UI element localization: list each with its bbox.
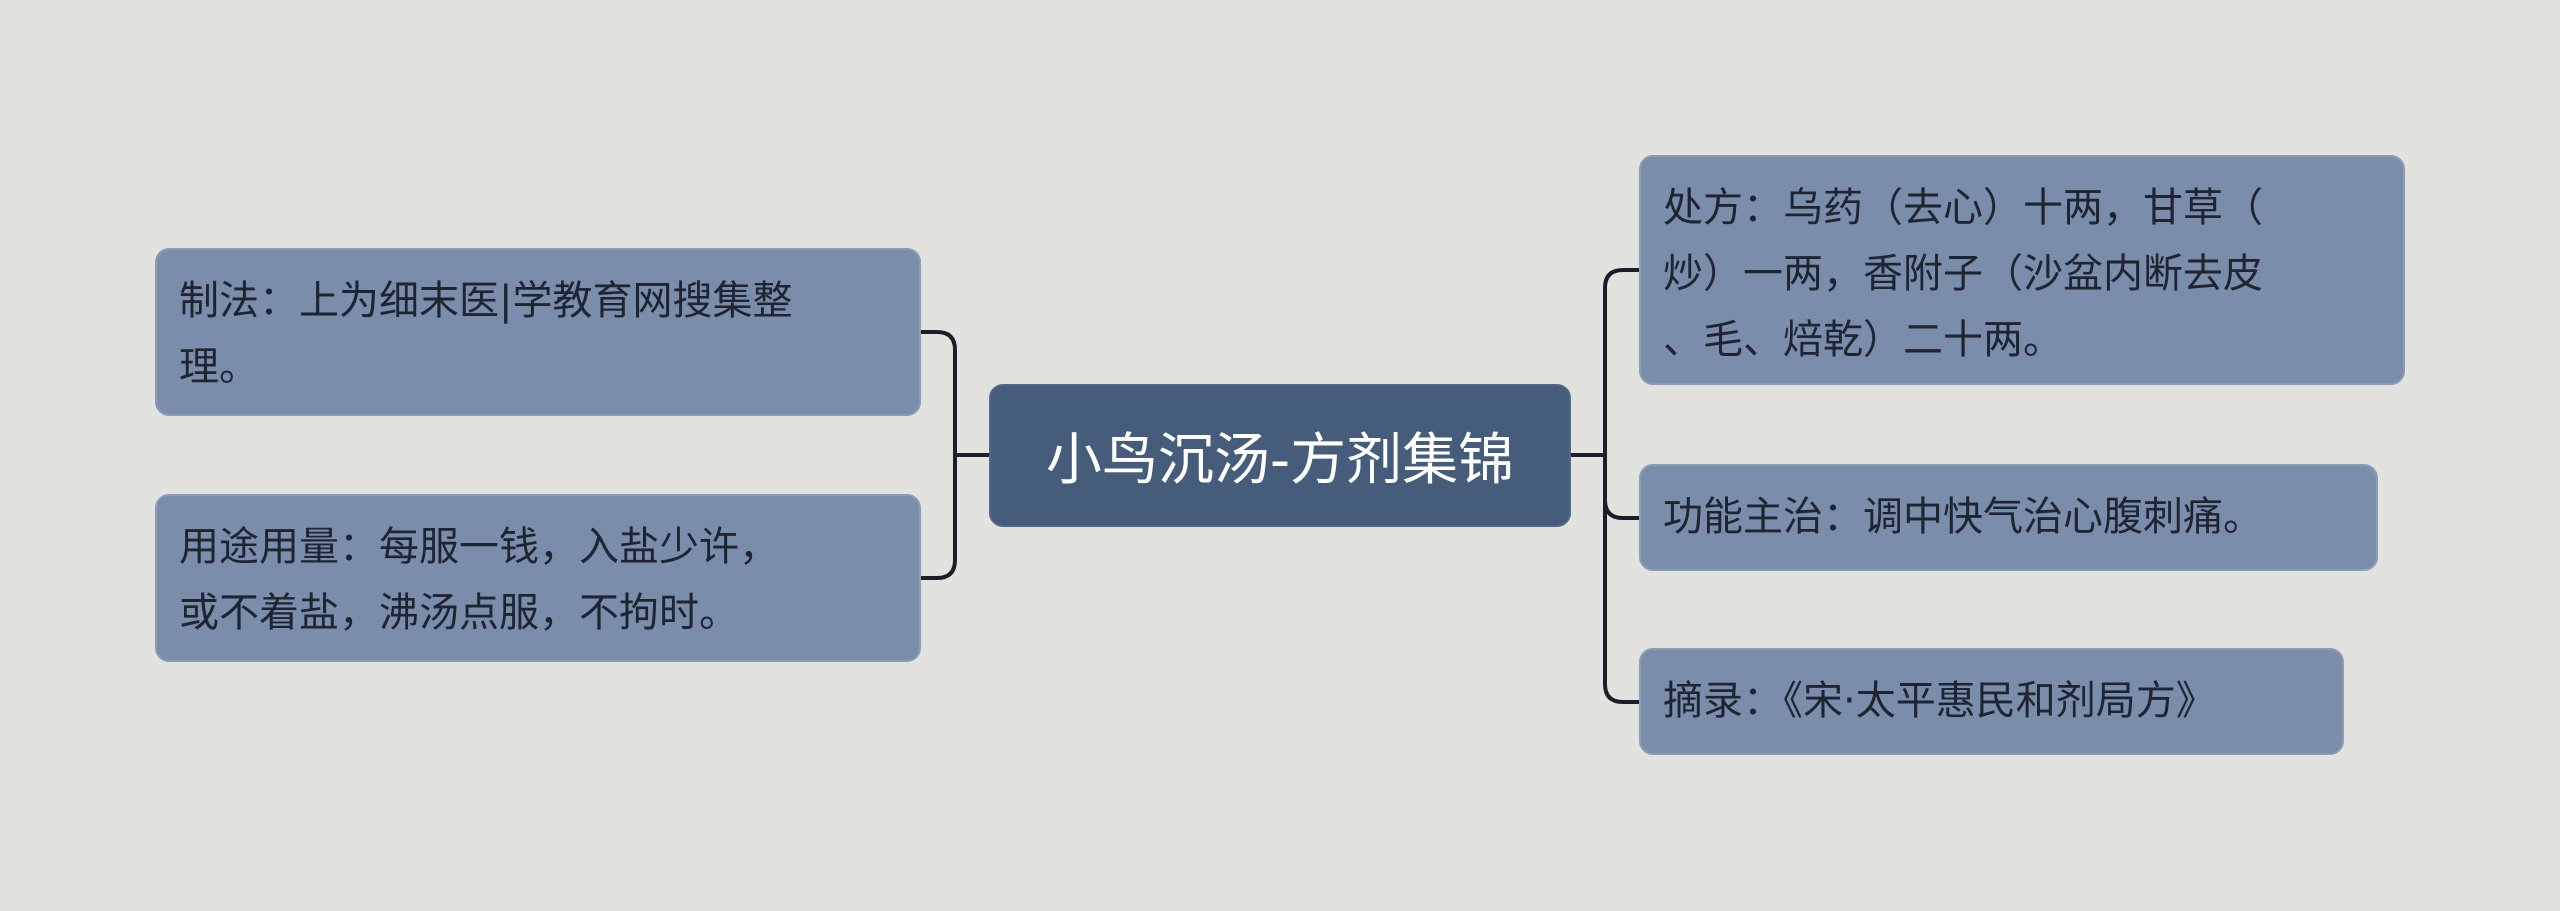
connector-right-gongneng [1603, 453, 1641, 520]
node-text-line: 用途用量：每服一钱，入盐少许， [179, 524, 779, 570]
connector-right-zhailu [1603, 453, 1641, 704]
node-text-line: 摘录：《宋·太平惠民和剂局方》 [1663, 678, 2216, 724]
branch-node-chufang[interactable]: 处方：乌药（去心）十两，甘草（ 炒）一两，香附子（沙盆内断去皮 、毛、焙乾）二十… [1639, 155, 2405, 385]
branch-node-zhailu[interactable]: 摘录：《宋·太平惠民和剂局方》 [1639, 648, 2344, 755]
node-text-line: 或不着盐，沸汤点服，不拘时。 [179, 590, 739, 636]
connector-right-chufang [1603, 268, 1641, 457]
node-text-line: 功能主治：调中快气治心腹刺痛。 [1663, 494, 2263, 540]
branch-node-zhifa[interactable]: 制法：上为细末医|学教育网搜集整 理。 [155, 248, 921, 416]
node-text-line: 处方：乌药（去心）十两，甘草（ [1663, 185, 2263, 231]
root-title: 小鸟沉汤-方剂集锦 [1045, 428, 1515, 493]
node-text-line: 制法：上为细末医|学教育网搜集整 [179, 278, 793, 324]
branch-node-gongneng[interactable]: 功能主治：调中快气治心腹刺痛。 [1639, 464, 2378, 571]
branch-node-yongtu[interactable]: 用途用量：每服一钱，入盐少许， 或不着盐，沸汤点服，不拘时。 [155, 494, 921, 662]
node-text-line: 、毛、焙乾）二十两。 [1663, 317, 2063, 363]
connector-left-yongtu [919, 453, 957, 580]
root-node[interactable]: 小鸟沉汤-方剂集锦 [989, 384, 1571, 527]
node-text-line: 理。 [179, 344, 259, 390]
node-text-line: 炒）一两，香附子（沙盆内断去皮 [1663, 251, 2263, 297]
connector-left-zhifa [919, 330, 957, 457]
